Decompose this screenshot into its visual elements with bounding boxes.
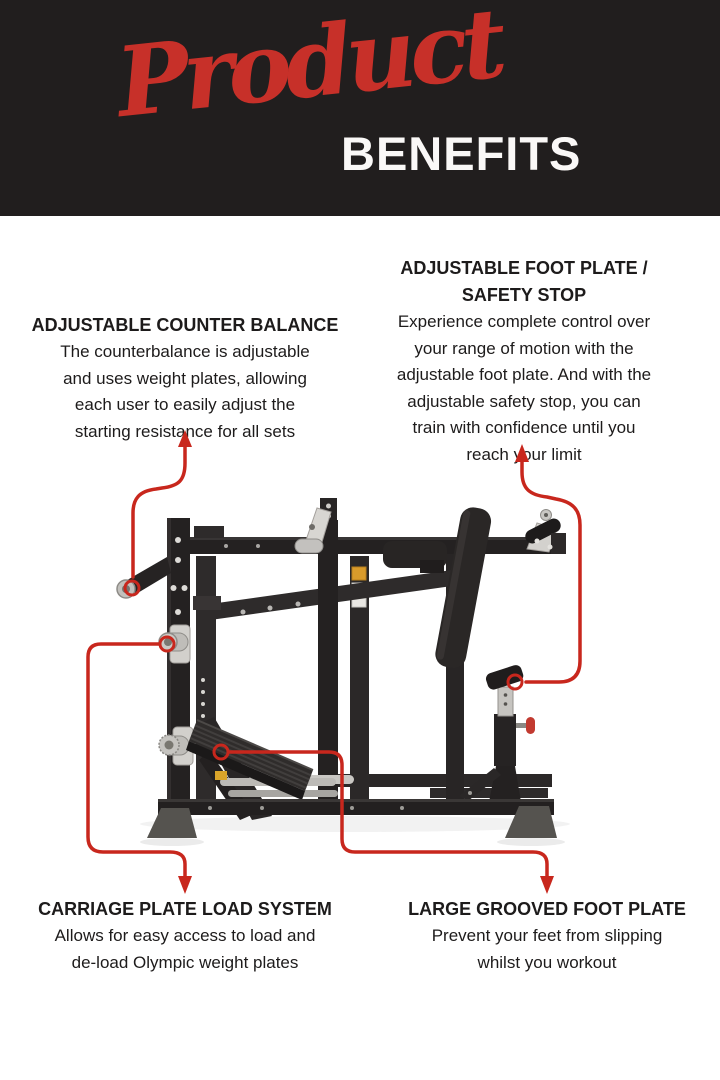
ground-shadow: [140, 816, 570, 832]
base-frame: [140, 791, 565, 846]
benefit-grooved-foot-plate-title: LARGE GROOVED FOOT PLATE: [408, 899, 686, 919]
benefit-counter-balance: ADJUSTABLE COUNTER BALANCE The counterba…: [25, 312, 345, 445]
safety-stop: [459, 665, 535, 802]
callout-ring-counter-balance: [123, 579, 141, 597]
arrow-up-counter-balance: [178, 430, 192, 447]
benefit-carriage-load-body: Allows for easy access to load and de-lo…: [54, 926, 316, 972]
handle-assembly: [525, 509, 566, 554]
benefit-carriage-load: CARRIAGE PLATE LOAD SYSTEM Allows for ea…: [25, 896, 345, 976]
back-pad: [435, 507, 492, 669]
arrow-down-grooved-foot-plate: [540, 876, 554, 894]
rear-center-post: [350, 556, 369, 810]
center-post-pivot: [294, 498, 338, 812]
right-foot: [505, 806, 557, 838]
benefit-carriage-load-title: CARRIAGE PLATE LOAD SYSTEM: [38, 899, 332, 919]
benefit-foot-plate-safety-body: Experience complete control over your ra…: [396, 312, 652, 464]
callout-grooved-foot-plate: [212, 743, 554, 894]
weight-peg-lower: [158, 726, 194, 766]
benefit-foot-plate-safety: ADJUSTABLE FOOT PLATE / SAFETY STOP Expe…: [367, 255, 681, 468]
handle-grip: [525, 518, 561, 544]
callout-carriage-load: [86, 635, 192, 894]
arrow-up-safety-stop: [515, 444, 529, 462]
benefit-foot-plate-safety-title: ADJUSTABLE FOOT PLATE / SAFETY STOP: [400, 258, 648, 305]
top-beam: [186, 526, 566, 554]
callout-lines: [86, 430, 582, 894]
callout-safety-stop: [506, 444, 582, 691]
pivot-cylinder: [294, 538, 324, 554]
benefit-counter-balance-body: The counterbalance is adjustable and use…: [60, 342, 310, 441]
warning-sticker-small: [215, 771, 227, 780]
callout-counter-balance: [123, 430, 192, 597]
benefit-counter-balance-title: ADJUSTABLE COUNTER BALANCE: [31, 315, 339, 335]
left-carriage-post: [167, 518, 190, 818]
callout-ring-safety-stop: [506, 673, 524, 691]
warning-sticker: [351, 566, 367, 581]
benefit-grooved-foot-plate-body: Prevent your feet from slipping whilst y…: [431, 926, 663, 972]
shoulder-pad-horizontal: [383, 541, 447, 573]
header-banner: Product BENEFITS: [0, 0, 720, 216]
benefit-grooved-foot-plate: LARGE GROOVED FOOT PLATE Prevent your fe…: [387, 896, 707, 976]
header-block-word: BENEFITS: [341, 127, 582, 180]
arrow-down-carriage-load: [178, 876, 192, 894]
pull-pin-knob: [526, 717, 535, 734]
left-foot: [147, 808, 197, 838]
